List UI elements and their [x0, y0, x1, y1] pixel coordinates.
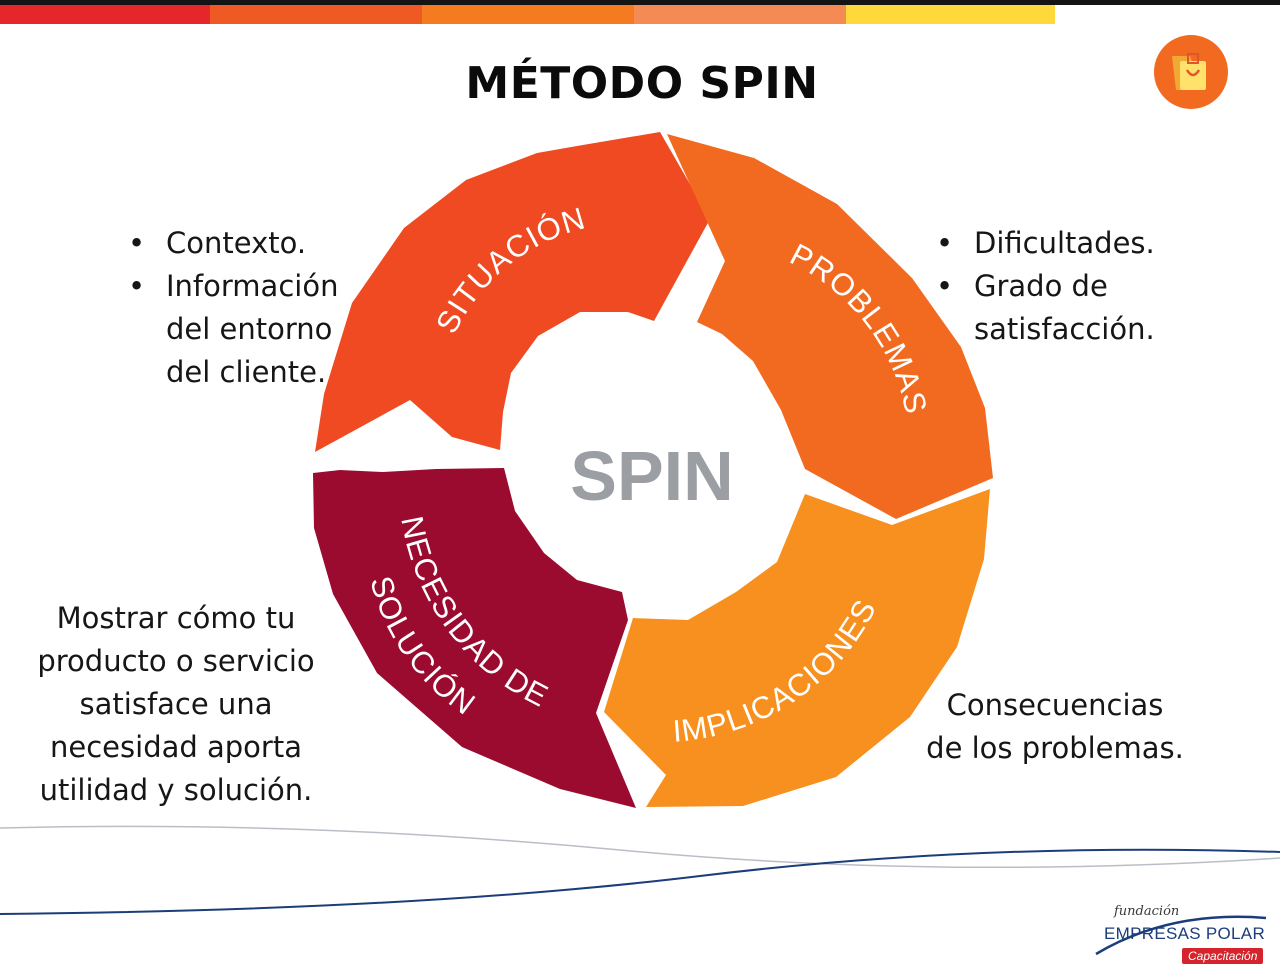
segment-problemas	[667, 134, 993, 519]
page-title: MÉTODO SPIN	[465, 58, 819, 109]
decorative-wave-lines	[0, 825, 1280, 915]
logo-line-brand: EMPRESAS POLAR	[1104, 924, 1266, 943]
problemas-note-1: •Dificultades.	[936, 226, 1155, 260]
segment-situacion	[315, 132, 710, 452]
situacion-note-1: •Contexto.	[128, 226, 307, 260]
logo-line-fundacion: fundación	[1114, 904, 1180, 919]
top-bar-segment-1	[0, 5, 210, 24]
segment-implicaciones	[604, 489, 990, 807]
logo-swoosh-icon	[1095, 915, 1267, 956]
segment-necesidad-de-solucion	[313, 468, 636, 808]
top-bar-segment-3	[422, 5, 634, 24]
empresas-polar-logo: fundación EMPRESAS POLAR Capacitación	[1090, 902, 1270, 968]
top-bar-segment-4	[634, 5, 846, 24]
top-color-bar	[0, 0, 1280, 26]
shopping-bag-icon	[1154, 35, 1228, 109]
center-label: SPIN	[570, 437, 733, 515]
top-bar-segment-5	[846, 5, 1055, 24]
top-black-line	[0, 0, 1280, 5]
logo-line-capacitacion: Capacitación	[1182, 948, 1264, 964]
top-bar-segment-2	[210, 5, 422, 24]
